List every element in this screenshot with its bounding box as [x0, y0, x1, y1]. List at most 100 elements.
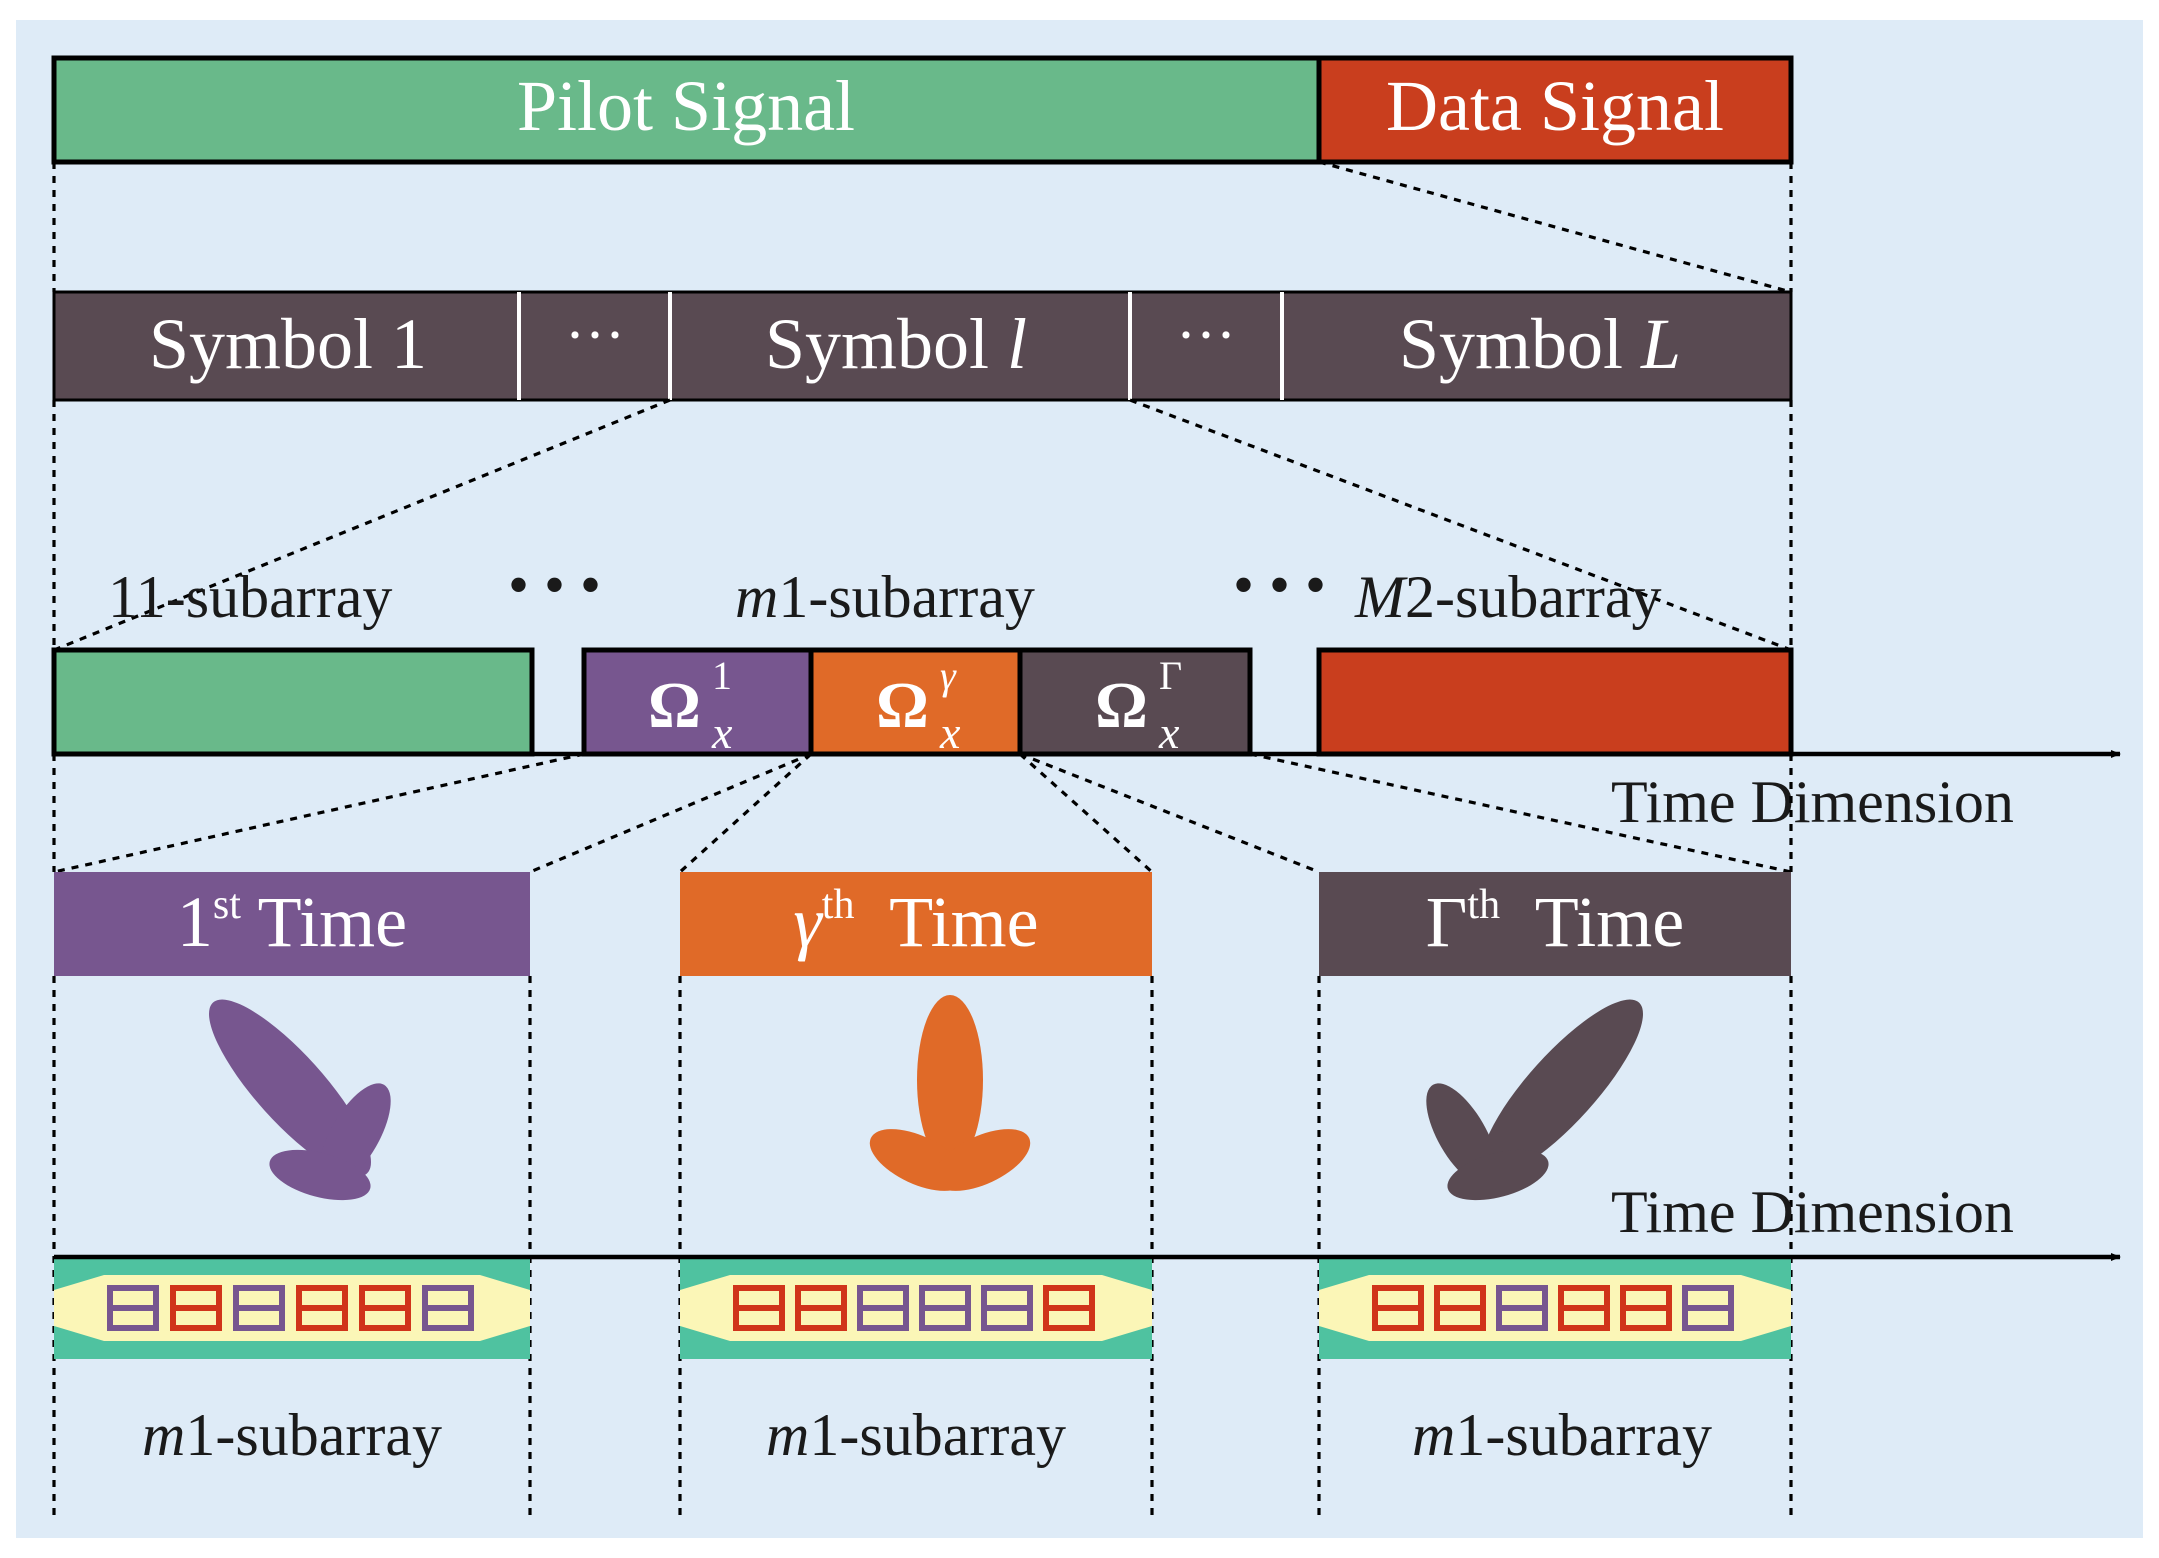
array-element [1372, 1285, 1424, 1331]
array-element [857, 1285, 909, 1331]
array-elements [1372, 1285, 1734, 1331]
array-element [422, 1285, 474, 1331]
array-label-Gamma: m1-subarray [1412, 1402, 1712, 1468]
array-element [1434, 1285, 1486, 1331]
expand-line-right [1129, 398, 1792, 652]
omega-Gamma-label: Ω Γ x [1095, 653, 1182, 758]
beam-side-lobe [269, 1149, 371, 1201]
time-slot-1: 1st Time [54, 872, 530, 976]
array-elements [107, 1285, 474, 1331]
data-signal-label: Data Signal [1386, 66, 1724, 146]
pilot-signal-label: Pilot Signal [517, 66, 855, 146]
time-axis-upper-label: Time Dimension [1611, 769, 2014, 835]
array-element [981, 1285, 1033, 1331]
symbol-L-main: Symbol [1399, 304, 1641, 384]
symbol-dots-right: ··· [1176, 302, 1236, 368]
pilot-signal-block [51, 55, 1322, 165]
array-label-1: m1-subarray [142, 1402, 442, 1468]
beam-icon-gamma [869, 995, 1031, 1191]
antenna-array-1 [54, 1257, 530, 1359]
array-element [233, 1285, 285, 1331]
array-element [1682, 1285, 1734, 1331]
array-label-var: m [142, 1402, 185, 1468]
subarray-m1-rest: 1-subarray [778, 564, 1035, 630]
time-slot-header [54, 872, 530, 976]
beam-main-lobe [1481, 999, 1643, 1177]
omega-symbol: Ω [648, 669, 701, 742]
time-slot-post: Time [854, 882, 1038, 962]
time-slot-pre: 1 [177, 882, 213, 962]
array-label-rest: 1-subarray [1455, 1402, 1712, 1468]
array-element [1043, 1285, 1095, 1331]
array-label-var: m [1412, 1402, 1455, 1468]
time-slot-label: γth Time [793, 882, 1038, 962]
omega-subscript: x [939, 707, 961, 758]
time-slot-gamma: γth Time [680, 872, 1152, 976]
omega-subscript: x [1158, 707, 1180, 758]
time-slot-header [680, 872, 1152, 976]
array-element [733, 1285, 785, 1331]
time-slot-post: Time [1500, 882, 1684, 962]
expand-line [1019, 752, 1320, 874]
subarray-M2-label: M2-subarray [1354, 564, 1662, 630]
antenna-array-Gamma [1319, 1257, 1791, 1359]
subarray-red-block [1316, 647, 1794, 757]
beam-icon-Gamma [1426, 999, 1643, 1201]
array-element [107, 1285, 159, 1331]
expand-line [678, 752, 813, 874]
omega-superscript: Γ [1159, 653, 1182, 698]
subarray-dots-right: • • • [1233, 552, 1326, 618]
beam-side-lobe [933, 1129, 1031, 1191]
array-element [795, 1285, 847, 1331]
symbol-l-var: l [1007, 304, 1027, 384]
array-element [1558, 1285, 1610, 1331]
time-slot-header [1319, 872, 1791, 976]
array-elements [733, 1285, 1095, 1331]
symbol-bar [52, 290, 1793, 402]
symbol-row: Symbol 1 ··· Symbol l ··· Symbol L [52, 290, 1793, 402]
time-slot-pre: γ [793, 882, 823, 962]
omega-gamma-label: Ω γ x [876, 653, 961, 758]
omega-symbol: Ω [876, 669, 929, 742]
subarray-m1-var: m [735, 564, 778, 630]
subarray-M2-var: M [1354, 564, 1408, 630]
subarray-m1-label: m1-subarray [735, 564, 1035, 630]
column-edges [52, 976, 1793, 1515]
symbol-L-var: L [1640, 304, 1681, 384]
array-element [359, 1285, 411, 1331]
omega-superscript: γ [940, 653, 957, 698]
array-element [296, 1285, 348, 1331]
time-slot-post: Time [241, 882, 407, 962]
time-slot-sup: th [1467, 882, 1500, 928]
omega-symbol: Ω [1095, 669, 1148, 742]
expand-line [529, 752, 812, 874]
omega-subscript: x [711, 707, 733, 758]
array-element [1496, 1285, 1548, 1331]
omega-superscript: 1 [712, 653, 732, 698]
omega-Gamma-block [1017, 647, 1253, 757]
symbol-L-label: Symbol L [1399, 304, 1681, 384]
beam-main-lobe [917, 995, 983, 1165]
subarray-11-label: 11-subarray [108, 564, 392, 630]
antenna-array-gamma [680, 1257, 1152, 1359]
symbol-1-label: Symbol 1 [149, 304, 427, 384]
time-slot-label: Γth Time [1426, 882, 1684, 962]
symbol-l-label: Symbol l [765, 304, 1027, 384]
time-slot-sup: th [822, 882, 855, 928]
symbol-dots-left: ··· [565, 302, 625, 368]
subarray-row: Ω 1 x Ω γ x Ω Γ x [51, 647, 1794, 758]
array-element [1620, 1285, 1672, 1331]
subarray-labels: 11-subarray • • • m1-subarray • • • M2-s… [108, 552, 1662, 630]
omega-1-block [581, 647, 814, 757]
omega-1-label: Ω 1 x [648, 653, 733, 758]
symbol-l-main: Symbol [765, 304, 1007, 384]
array-label-gamma: m1-subarray [766, 1402, 1066, 1468]
data-signal-block [1316, 55, 1794, 165]
expand-line-right [1318, 160, 1792, 294]
time-slot-pre: Γ [1426, 882, 1468, 962]
beam-icon-1 [209, 999, 391, 1201]
time-slot-Gamma: Γth Time [1319, 872, 1791, 976]
subarray-green-block [51, 647, 535, 757]
beam-side-lobe [1447, 1149, 1549, 1201]
